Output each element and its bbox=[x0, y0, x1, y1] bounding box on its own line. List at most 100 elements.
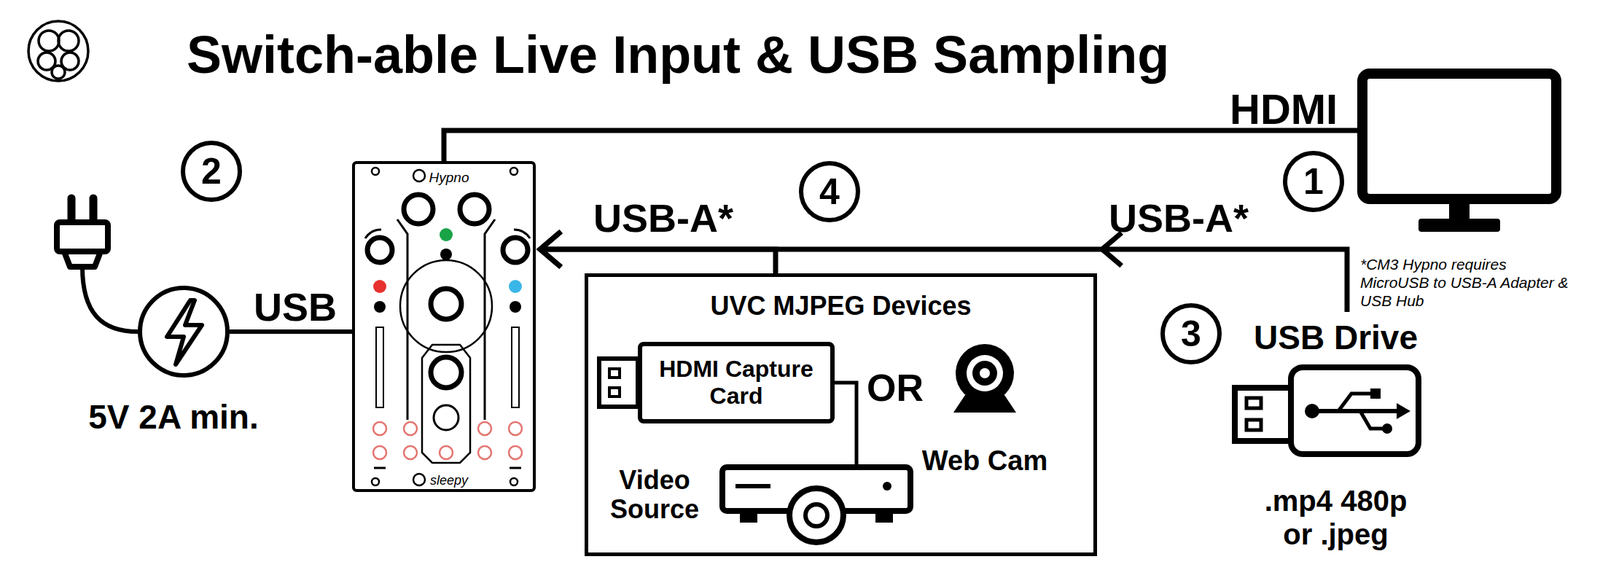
usb-drive-icon-art-part bbox=[1246, 419, 1262, 431]
module-panel-art-part bbox=[430, 288, 462, 320]
module-panel-art-part-part bbox=[413, 473, 425, 486]
mains-plug-icon bbox=[56, 198, 138, 332]
module-panel-art-part-part bbox=[509, 467, 522, 470]
power-supply-circle: 5V 2A min. bbox=[137, 285, 230, 378]
brand-name: sleepy bbox=[430, 473, 468, 489]
footnote: *CM3 Hypno requires MicroUSB to USB-A Ad… bbox=[1360, 255, 1578, 311]
module-panel-art-part bbox=[439, 228, 453, 242]
callout-number: 4 bbox=[798, 161, 861, 223]
module-panel-art-part-part bbox=[371, 167, 380, 175]
device-label: HDMI Capture Card bbox=[650, 355, 822, 410]
usb-drive-icon-art-part bbox=[1360, 411, 1384, 429]
module-panel-art-part-part bbox=[373, 467, 386, 470]
usb-drive: USB Drive.mp4 480p or .jpeg bbox=[1231, 311, 1440, 554]
callout-number: 3 bbox=[1160, 303, 1222, 365]
hdmi-cable-part bbox=[443, 130, 1363, 162]
webcam-icon-art bbox=[953, 344, 1017, 413]
module-panel-art bbox=[365, 167, 530, 486]
connector bbox=[229, 331, 353, 333]
webcam-icon-art-part bbox=[972, 360, 998, 386]
usb-drive-icon-art-part bbox=[1338, 393, 1372, 412]
capture-card-box: HDMI Capture Card bbox=[637, 341, 835, 424]
webcam-icon-art-part bbox=[979, 368, 990, 379]
module-panel-art-part bbox=[373, 279, 387, 294]
lightning-symbol-part bbox=[166, 300, 202, 365]
module-panel-art-part-part bbox=[373, 422, 387, 436]
module-panel-art-part-part bbox=[403, 194, 433, 224]
module-panel-art-part-part bbox=[510, 478, 518, 486]
hdmi-cable bbox=[443, 130, 1363, 162]
module-panel-art-part-part bbox=[508, 422, 522, 436]
module-panel-art-part bbox=[440, 248, 452, 261]
module-panel-art-part bbox=[373, 467, 522, 470]
device-label: Web Cam bbox=[922, 446, 1048, 477]
projector-icon-art bbox=[722, 467, 911, 543]
usb-drive-icon-art-part bbox=[1304, 403, 1320, 419]
connector bbox=[540, 233, 776, 274]
usb-drive-icon-art bbox=[1234, 367, 1419, 455]
mains-plug-icon-part bbox=[82, 266, 138, 332]
module-panel-art-part-part bbox=[459, 194, 490, 224]
mains-plug-icon-part bbox=[56, 222, 108, 252]
module-panel-art-part-part bbox=[365, 229, 382, 239]
module-panel-art-part bbox=[376, 327, 519, 408]
module-panel-art-part-part bbox=[511, 327, 519, 408]
module-panel-art-part bbox=[422, 344, 471, 463]
video-source-icon: Video Source bbox=[719, 464, 914, 546]
power-rating: 5V 2A min. bbox=[88, 398, 259, 436]
monitor-icon-part bbox=[1449, 204, 1470, 221]
device-label: USB Drive bbox=[1231, 319, 1440, 357]
connector-line bbox=[229, 329, 353, 334]
capture-card-plug-part bbox=[609, 387, 620, 397]
module-panel-art-part-part bbox=[413, 169, 425, 182]
module-panel-art-part-part bbox=[502, 237, 528, 263]
brand-logo-part bbox=[51, 65, 65, 79]
module-panel-art-part-part bbox=[376, 327, 384, 408]
module-panel-art-part-part bbox=[513, 229, 530, 239]
usb-drive-icon-art-part bbox=[1313, 408, 1399, 414]
module-panel-art-part-part bbox=[371, 478, 380, 486]
connector-label: USB-A* bbox=[593, 198, 734, 238]
projector-icon-art-part bbox=[735, 484, 771, 489]
webcam-icon: Web Cam bbox=[947, 341, 1022, 415]
usb-drive-icon-art-part bbox=[1370, 388, 1381, 399]
module-panel-art-part bbox=[373, 301, 386, 313]
module-panel-art-part-part bbox=[508, 446, 522, 460]
lightning-symbol bbox=[166, 300, 202, 365]
usb-drive-icon-art-part bbox=[1290, 367, 1419, 455]
projector-icon-art-part bbox=[805, 504, 828, 527]
connector-label: USB bbox=[253, 287, 337, 327]
mains-plug-icon-part bbox=[89, 198, 98, 223]
capture-card-plug bbox=[599, 358, 638, 407]
monitor-icon-part bbox=[1362, 73, 1557, 199]
module-panel-art-part bbox=[509, 301, 522, 313]
module-panel-art-part-part bbox=[478, 422, 492, 436]
connector-label: USB-A* bbox=[1108, 198, 1249, 238]
module-panel-art-part-part bbox=[367, 237, 393, 263]
connector-line bbox=[540, 249, 776, 274]
module-panel-art-part bbox=[373, 422, 522, 460]
usb-drive-icon-art-part bbox=[1234, 387, 1291, 442]
group-heading: UVC MJPEG Devices bbox=[588, 291, 1094, 321]
mains-plug-icon-part bbox=[67, 198, 76, 223]
device-label: Video Source bbox=[599, 465, 710, 524]
module-panel-art-part-part bbox=[478, 446, 492, 460]
monitor-icon bbox=[1362, 73, 1557, 232]
webcam-icon-art-part bbox=[966, 354, 1004, 392]
hypno-module: Hypnosleepy bbox=[352, 161, 536, 493]
connector bbox=[834, 382, 857, 465]
brand-logo-part bbox=[38, 30, 60, 52]
usb-drive-icon-art-part bbox=[1382, 423, 1393, 434]
module-panel-art-part bbox=[430, 357, 462, 388]
monitor-icon-part bbox=[1418, 218, 1501, 232]
module-panel-art-part-part bbox=[403, 446, 417, 460]
brand-logo-part bbox=[28, 21, 89, 81]
brand-logo bbox=[28, 21, 89, 81]
callout-number: 2 bbox=[180, 140, 243, 202]
module-panel-art-part-part bbox=[439, 446, 453, 460]
capture-card-plug-part bbox=[599, 358, 638, 407]
module-panel-art-part-part bbox=[403, 422, 417, 436]
mains-plug-icon-part bbox=[64, 251, 101, 267]
module-panel-art-part-part bbox=[373, 446, 387, 460]
